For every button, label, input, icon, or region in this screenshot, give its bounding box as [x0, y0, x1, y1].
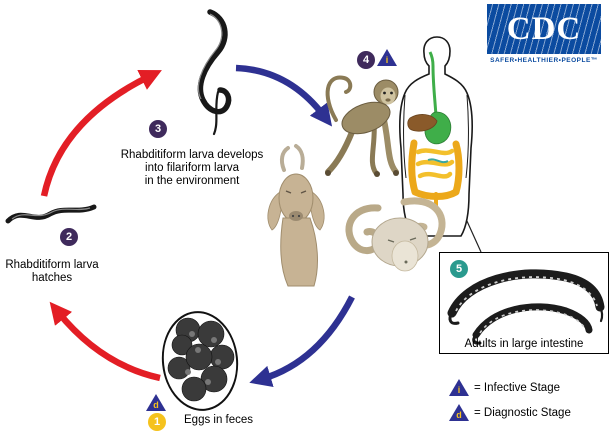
adult-worms-illustration	[447, 269, 605, 345]
arrow-hosts-to-eggs	[249, 295, 355, 388]
adults-box: 5 Adults in large intestine	[439, 252, 609, 354]
goat-illustration	[267, 144, 325, 287]
stage-5-badge: 5	[450, 260, 468, 278]
filariform-larva-illustration	[197, 9, 232, 136]
stage-3-caption: Rhabditiform larva develops into filarif…	[120, 149, 264, 187]
arrow-filariform-to-hosts	[235, 64, 333, 127]
svg-text:d: d	[153, 400, 159, 410]
adults-caption: Adults in large intestine	[464, 338, 584, 350]
ram-illustration	[345, 197, 446, 272]
cdc-logo-box: CDC	[487, 4, 601, 54]
stage-1-caption: Eggs in feces	[184, 414, 254, 426]
infective-legend-label: = Infective Stage	[474, 381, 560, 394]
svg-text:i: i	[458, 385, 461, 395]
svg-text:i: i	[386, 55, 389, 65]
cdc-logo: CDC SAFER•HEALTHIER•PEOPLE™	[487, 4, 601, 64]
egg-illustration	[161, 311, 239, 411]
diagnostic-legend-icon: d	[449, 404, 469, 421]
arrow-hatch-to-filariform	[40, 69, 162, 197]
svg-text:d: d	[456, 410, 462, 420]
rhabditiform-larva-illustration	[5, 204, 97, 224]
legend-diagnostic: d = Diagnostic Stage	[449, 404, 571, 421]
diagnostic-legend-label: = Diagnostic Stage	[474, 406, 571, 419]
diagnostic-stage-icon: d	[146, 394, 166, 411]
stage-2-badge: 2	[60, 228, 78, 246]
cdc-tagline: SAFER•HEALTHIER•PEOPLE™	[490, 57, 598, 64]
stage-2-caption: Rhabditiform larva hatches	[5, 259, 99, 284]
infective-stage-icon: i	[377, 49, 397, 66]
stage-3-badge: 3	[149, 120, 167, 138]
stage-4-badge: 4	[357, 51, 375, 69]
infective-legend-icon: i	[449, 379, 469, 396]
legend-infective: i = Infective Stage	[449, 379, 560, 396]
human-digestive-illustration	[399, 36, 473, 237]
stage-1-badge: 1	[148, 413, 166, 431]
monkey-illustration	[325, 75, 399, 177]
arrow-eggs-to-hatch	[49, 301, 161, 382]
